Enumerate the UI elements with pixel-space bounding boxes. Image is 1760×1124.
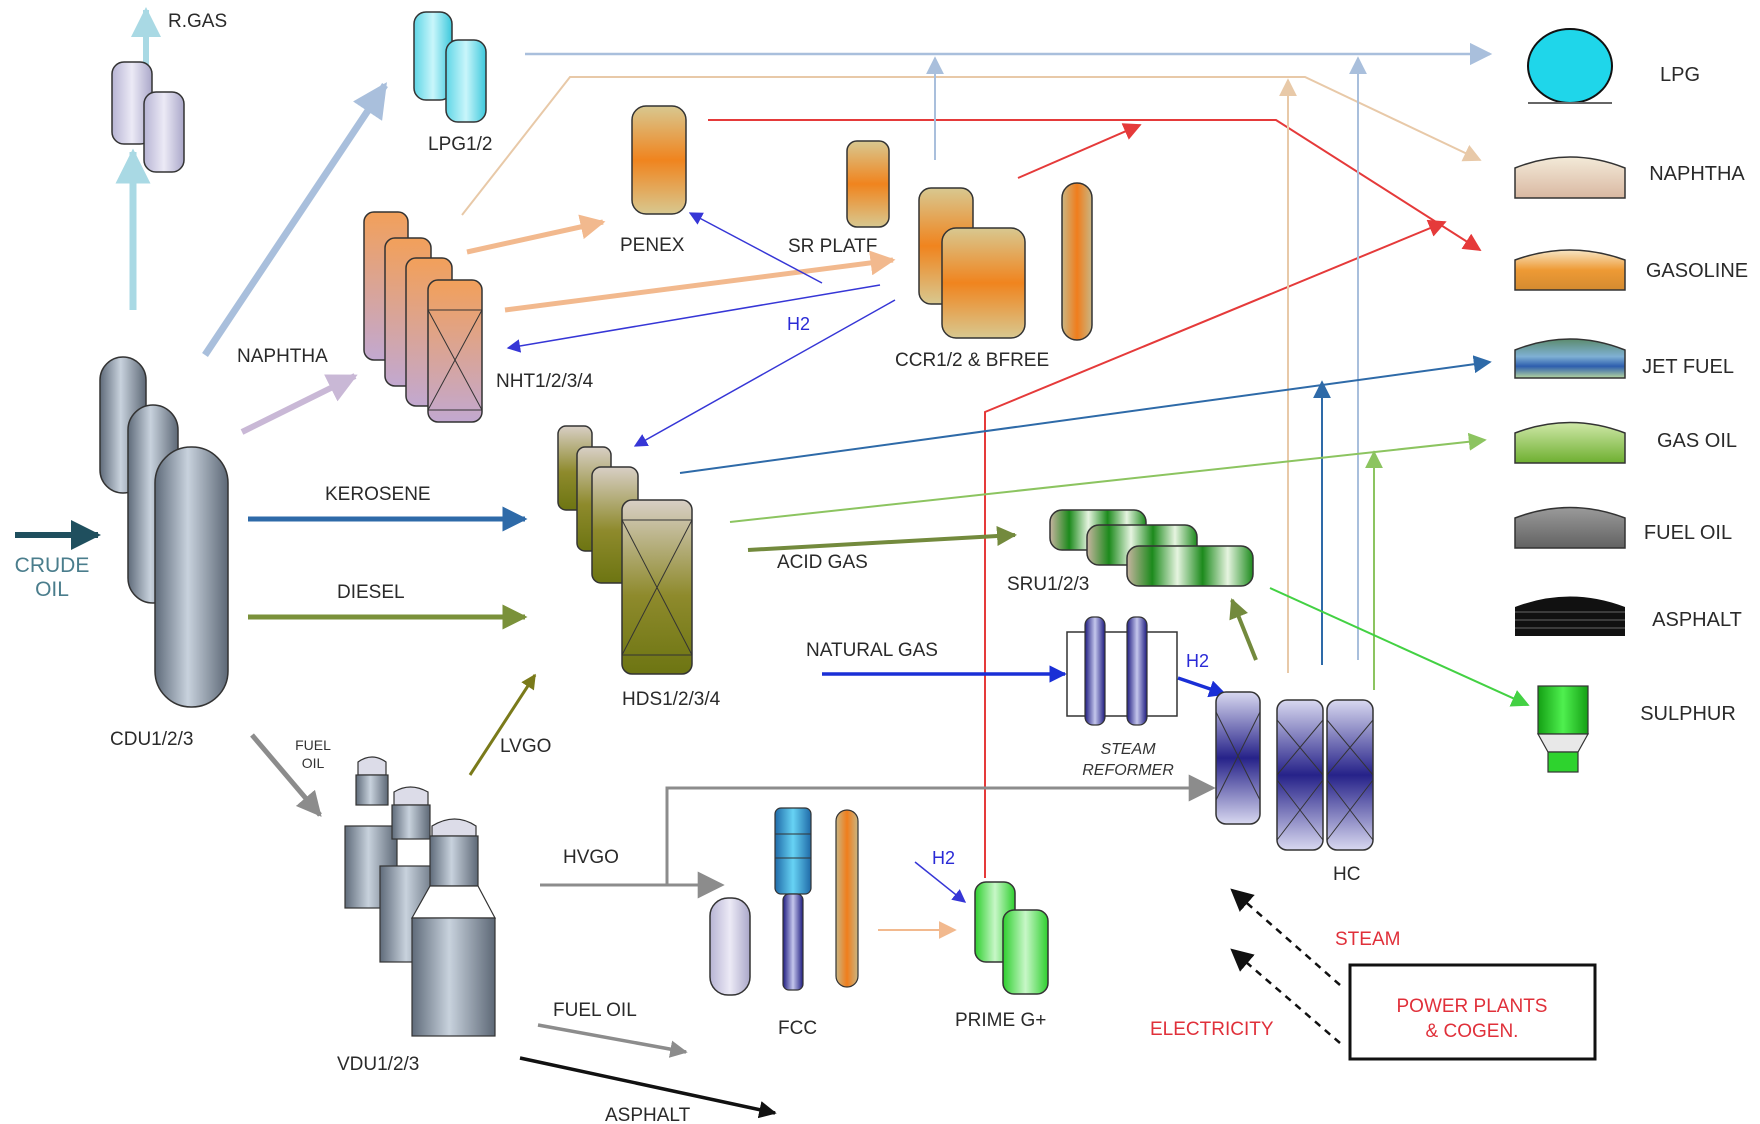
kerosene-label: KEROSENE	[325, 484, 431, 505]
acid-gas-stream	[747, 526, 1017, 552]
product-label-naphtha: NAPHTHA	[1649, 163, 1745, 185]
h2-reformer-label: H2	[1186, 651, 1209, 671]
nht-to-ccr-stream	[504, 250, 896, 313]
lpg-vessels	[413, 11, 487, 123]
penex-label: PENEX	[620, 235, 685, 256]
natural-gas-label: NATURAL GAS	[806, 640, 938, 661]
product-label-gas-oil: GAS OIL	[1657, 430, 1737, 452]
jetfuel-tank	[1514, 338, 1626, 379]
nht-label: NHT1/2/3/4	[496, 371, 594, 392]
gasoline-tank	[1514, 249, 1626, 291]
crude-oil-label: CRUDE	[15, 554, 90, 577]
acid-gas-label: ACID GAS	[777, 552, 868, 573]
product-label-fuel-oil: FUEL OIL	[1644, 522, 1732, 544]
cdu-fuel-oil-to-vdu	[250, 733, 322, 817]
product-label-sulphur: SULPHUR	[1640, 703, 1736, 725]
primeg-to-gasoline-line	[984, 219, 1447, 878]
lvgo-stream	[468, 673, 537, 776]
product-label-asphalt: ASPHALT	[1652, 609, 1742, 631]
steam-reformer-label-2: REFORMER	[1082, 762, 1174, 779]
hds-label: HDS1/2/3/4	[622, 689, 721, 710]
product-label-gasoline: GASOLINE	[1646, 260, 1748, 282]
cdu-columns	[99, 356, 229, 708]
sru-to-sulphur-line	[1269, 587, 1530, 707]
hc-label: HC	[1333, 864, 1360, 885]
ccr-label: CCR1/2 & BFREE	[895, 350, 1049, 371]
primeg-label: PRIME G+	[955, 1010, 1046, 1031]
reformer-h2-to-hc	[1177, 676, 1227, 698]
gasoil-tank	[1514, 421, 1626, 464]
sru-units	[1049, 509, 1254, 587]
steam-utility-line	[1230, 888, 1341, 986]
product-label-jet-fuel: JET FUEL	[1642, 356, 1734, 378]
vdu-label: VDU1/2/3	[337, 1054, 419, 1075]
sulphur-silo	[1536, 685, 1590, 773]
fcc-unit	[709, 807, 859, 996]
fuel-oil-small-label-2: OIL	[302, 755, 325, 771]
power-plants-label-2: & COGEN.	[1426, 1021, 1519, 1042]
steam-reformer	[1066, 616, 1178, 726]
hc-reactors	[1215, 691, 1374, 851]
fuel-oil-small-label: FUEL	[295, 737, 331, 753]
steam-reformer-label: STEAM	[1100, 741, 1156, 758]
asphalt-stream-label: ASPHALT	[605, 1105, 691, 1124]
product-label-lpg: LPG	[1660, 64, 1700, 86]
hds-to-gasoil-line	[729, 432, 1487, 523]
lpg-sphere	[1527, 28, 1613, 104]
crude-oil-label-2: OIL	[35, 578, 69, 601]
naphtha-tank	[1514, 156, 1626, 199]
fuel-oil-label: FUEL OIL	[553, 1000, 637, 1021]
cdu-label: CDU1/2/3	[110, 729, 193, 750]
ccr-h2-to-penex	[688, 212, 823, 284]
ccr-vessels	[918, 182, 1093, 341]
hvgo-to-hc-stream	[665, 774, 1216, 885]
hvgo-label: HVGO	[563, 847, 619, 868]
penex-to-gasoline-line	[708, 119, 1482, 251]
naphtha-product-line	[461, 76, 1482, 216]
fcc-label: FCC	[778, 1018, 817, 1039]
ccr-h2-to-hds	[633, 299, 896, 447]
hc-to-sru-stream	[1229, 598, 1258, 661]
rgas-vessels	[111, 61, 185, 173]
labels: CRUDE OIL R.GAS LPG1/2 PENEX SR PLATF NH…	[15, 11, 1748, 1124]
cdu-to-nht-stream	[240, 373, 358, 435]
electricity-label: ELECTRICITY	[1150, 1019, 1274, 1040]
product-tanks	[1514, 28, 1626, 773]
naphtha-stream-label: NAPHTHA	[237, 346, 328, 367]
primeg-vessels	[974, 881, 1049, 995]
vdu-asphalt-stream	[519, 1056, 777, 1119]
penex-vessel	[631, 105, 687, 215]
fueloil-tank	[1514, 506, 1626, 549]
diesel-label: DIESEL	[337, 582, 405, 603]
asphalt-tank	[1515, 596, 1625, 636]
cdu-to-lpg-stream	[202, 82, 388, 357]
electricity-utility-line	[1230, 948, 1341, 1044]
flow-lines	[15, 7, 1530, 1119]
nht-reactors	[363, 211, 483, 423]
h2-prime-label: H2	[932, 848, 955, 868]
h2-ccr-label: H2	[787, 314, 810, 334]
power-plants-label: POWER PLANTS	[1397, 996, 1548, 1017]
nht-to-penex-stream	[466, 214, 606, 255]
sr-platf-label: SR PLATF	[788, 236, 877, 257]
steam-label: STEAM	[1335, 929, 1400, 950]
lvgo-label: LVGO	[500, 736, 551, 757]
power-plants-box	[1348, 963, 1597, 1061]
sru-label: SRU1/2/3	[1007, 574, 1089, 595]
hds-to-jetfuel-line	[679, 355, 1492, 474]
lpg-unit-label: LPG1/2	[428, 134, 492, 155]
vdu-columns	[344, 756, 496, 1037]
ccr-h2-to-nht	[506, 284, 881, 353]
vdu-fuel-oil-stream	[537, 1023, 688, 1058]
rgas-label: R.GAS	[168, 11, 227, 32]
ccr-to-gasoline-arrow	[1017, 123, 1142, 179]
h2-to-primeg-line	[914, 861, 967, 903]
sr-platf-vessel	[846, 140, 890, 228]
hds-reactors	[557, 425, 693, 675]
